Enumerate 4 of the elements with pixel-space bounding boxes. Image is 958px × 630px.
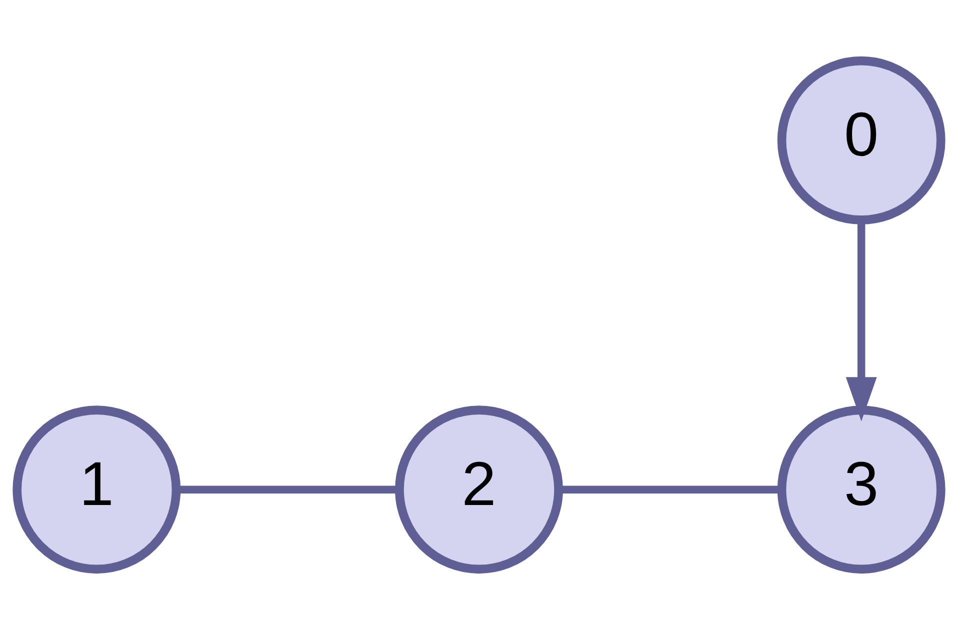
node-circle: 3 (777, 406, 946, 574)
node-circle: 2 (395, 406, 563, 574)
node-circle: 1 (12, 406, 181, 574)
node-circle: 0 (777, 56, 946, 224)
